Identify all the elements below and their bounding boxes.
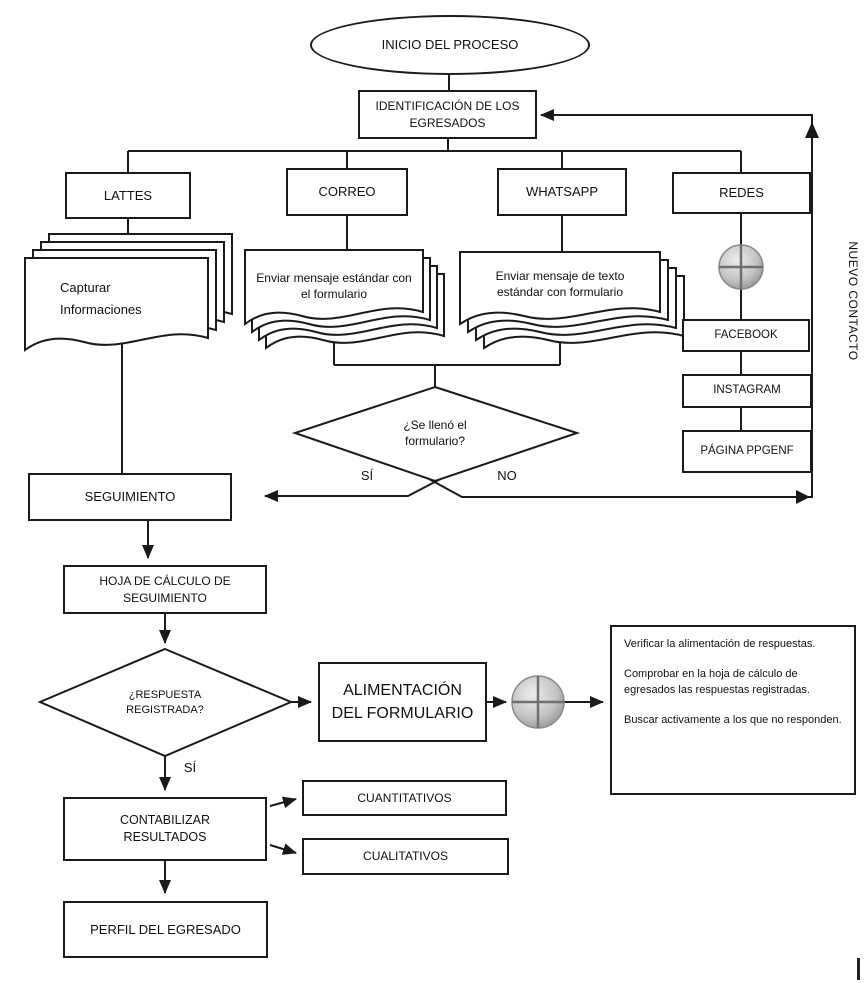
decision1-label: ¿Se llenó el formulario? — [403, 417, 467, 448]
decision2-label: ¿RESPUESTA REGISTRADA? — [126, 689, 204, 716]
lattes-label: LATTES — [103, 187, 153, 203]
alimentacion-node: ALIMENTACIÓN DEL FORMULARIO — [318, 662, 487, 742]
decision2-yes-label: SÍ — [183, 760, 197, 776]
connector-sphere-redes — [718, 244, 764, 290]
instagram-node: INSTAGRAM — [682, 374, 812, 408]
doc-lattes-label: Capturar Informaciones — [60, 279, 142, 317]
identificacion-label: IDENTIFICACIÓN DE LOS EGRESADOS — [375, 99, 520, 130]
cuantitativos-label: CUANTITATIVOS — [357, 790, 452, 805]
decision1-yes-label: SÍ — [360, 468, 374, 484]
pagina-ppgenf-label: PÁGINA PPGENF — [700, 444, 794, 457]
seguimiento-node: SEGUIMIENTO — [28, 473, 232, 521]
contabilizar-node: CONTABILIZAR RESULTADOS — [63, 797, 267, 861]
channel-lattes-node: LATTES — [65, 172, 191, 219]
instagram-label: INSTAGRAM — [713, 384, 781, 397]
pagina-ppgenf-node: PÁGINA PPGENF — [682, 430, 812, 473]
cualitativos-label: CUALITATIVOS — [363, 849, 448, 864]
start-node: INICIO DEL PROCESO — [310, 15, 590, 75]
seguimiento-label: SEGUIMIENTO — [84, 489, 176, 505]
hoja-calculo-label: HOJA DE CÁLCULO DE SEGUIMIENTO — [99, 574, 231, 605]
note-3: Buscar activamente a los que no responde… — [624, 713, 842, 726]
arrow-lines — [142, 109, 813, 894]
doc-whatsapp-label: Enviar mensaje de texto estándar con for… — [495, 268, 625, 299]
doc-sheet — [24, 257, 209, 352]
decision1-no-label: NO — [497, 468, 517, 484]
nuevo-contacto-label: NUEVO CONTACTO — [846, 241, 860, 361]
edge-contabilizar-cuantitativos — [269, 796, 297, 809]
edge-contabilizar-cualitativos — [269, 843, 297, 855]
cross-icon — [719, 245, 763, 289]
doc-stack-whatsapp — [459, 251, 685, 350]
doc-stack-correo — [244, 249, 445, 350]
perfil-label: PERFIL DEL EGRESADO — [90, 921, 241, 937]
start-label: INICIO DEL PROCESO — [381, 37, 519, 53]
facebook-node: FACEBOOK — [682, 319, 810, 352]
edge-decision1-no-return — [417, 109, 813, 498]
channel-redes-node: REDES — [672, 172, 811, 214]
contabilizar-label: CONTABILIZAR RESULTADOS — [119, 813, 211, 844]
doc-stack-lattes — [24, 233, 233, 352]
cursor-mark — [857, 958, 860, 980]
notes-box: Verificar la alimentación de respuestas.… — [610, 625, 856, 795]
doc-sheet — [459, 251, 661, 326]
hoja-calculo-node: HOJA DE CÁLCULO DE SEGUIMIENTO — [63, 565, 267, 614]
whatsapp-label: WHATSAPP — [526, 184, 598, 200]
decision2-diamond — [37, 647, 294, 758]
cuantitativos-node: CUANTITATIVOS — [302, 780, 507, 816]
connector-sphere-alimentacion — [511, 675, 565, 729]
identificacion-node: IDENTIFICACIÓN DE LOS EGRESADOS — [358, 90, 537, 139]
arrowhead-no-right — [796, 490, 810, 504]
channel-correo-node: CORREO — [286, 168, 408, 216]
cualitativos-node: CUALITATIVOS — [302, 838, 509, 875]
connector-lines — [121, 75, 742, 473]
arrowhead-return-up — [805, 122, 819, 138]
cross-icon — [512, 676, 564, 728]
note-1: Verificar la alimentación de respuestas. — [624, 638, 816, 650]
doc-sheet — [244, 249, 424, 326]
doc-correo-label: Enviar mensaje estándar con el formulari… — [256, 270, 412, 301]
decision1-diamond — [291, 385, 581, 483]
channel-whatsapp-node: WHATSAPP — [497, 168, 627, 216]
facebook-label: FACEBOOK — [714, 328, 778, 341]
redes-label: REDES — [719, 185, 764, 201]
alimentacion-label: ALIMENTACIÓN DEL FORMULARIO — [331, 681, 474, 722]
perfil-node: PERFIL DEL EGRESADO — [63, 901, 268, 958]
note-2: Comprobar en la hoja de cálculo de egres… — [624, 667, 810, 696]
correo-label: CORREO — [318, 184, 376, 200]
